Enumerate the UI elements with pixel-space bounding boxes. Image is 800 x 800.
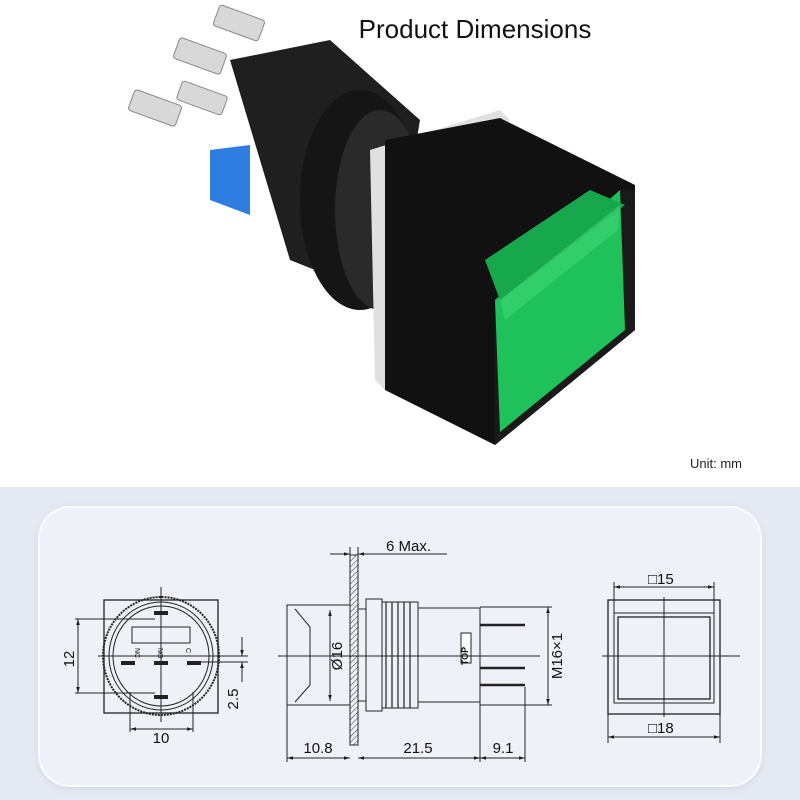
dim-offset: 2.5 bbox=[225, 689, 242, 710]
unit-label: Unit: mm bbox=[690, 456, 742, 471]
dim-width: 10 bbox=[153, 730, 170, 747]
rear-view bbox=[602, 582, 740, 743]
push-button-illustration bbox=[128, 4, 635, 445]
terminal-label-nc: NC bbox=[133, 648, 140, 658]
dim-panel-thickness: 6 Max. bbox=[386, 538, 431, 555]
terminal-marker bbox=[210, 145, 250, 215]
dim-thread: M16×1 bbox=[549, 633, 566, 679]
terminal-label-c: C bbox=[184, 648, 191, 653]
dim-height: 12 bbox=[61, 651, 78, 668]
front-view bbox=[75, 587, 248, 732]
dim-outer-square: □18 bbox=[648, 720, 674, 737]
brand-mark: TOP bbox=[460, 647, 470, 665]
terminal-label-no: NO bbox=[156, 648, 163, 659]
dim-diameter: Ø16 bbox=[329, 642, 346, 670]
side-view bbox=[278, 547, 552, 762]
technical-drawing: 12 10 2.5 NC NO C bbox=[61, 538, 740, 762]
dim-button-length: 10.8 bbox=[303, 740, 332, 757]
dim-pin-length: 9.1 bbox=[493, 740, 514, 757]
dimension-panel: 12 10 2.5 NC NO C bbox=[0, 487, 800, 800]
dim-body-length: 21.5 bbox=[403, 740, 432, 757]
green-lens bbox=[495, 190, 625, 432]
page-title: Product Dimensions bbox=[358, 14, 592, 44]
dim-inner-square: □15 bbox=[648, 571, 674, 588]
product-photo-area: Product Dimensions Unit: mm bbox=[128, 4, 742, 471]
